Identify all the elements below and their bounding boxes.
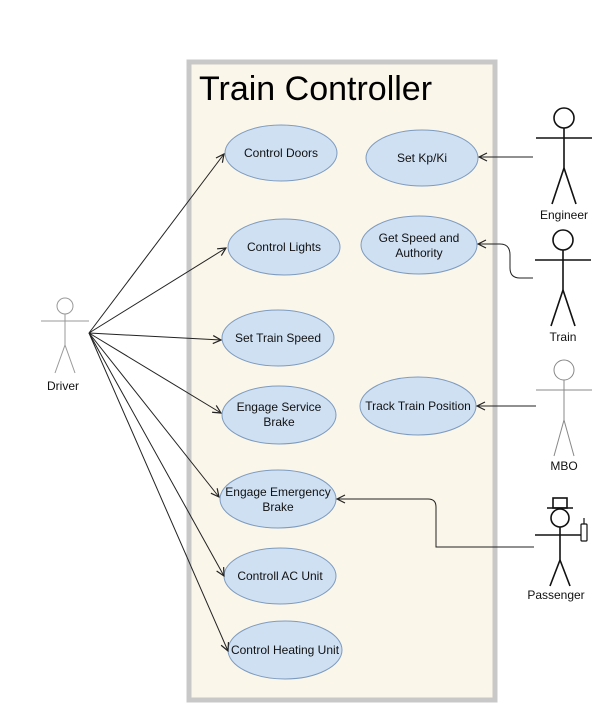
- usecase-label: Track Train Position: [365, 399, 471, 413]
- actor-mbo: [536, 359, 592, 457]
- actor-engineer: [536, 107, 592, 205]
- usecase-label: Control Doors: [244, 146, 318, 160]
- assoc-driver-control-ac: [88, 332, 224, 576]
- usecase-label: Control Heating Unit: [231, 643, 340, 657]
- assoc-train-get-speed: [478, 244, 533, 279]
- usecase-label: Engage Service: [237, 400, 322, 414]
- usecase-label: Set Kp/Ki: [397, 151, 447, 165]
- usecase-control-lights: Control Lights: [227, 218, 341, 276]
- usecase-label: Controll AC Unit: [237, 569, 323, 583]
- assoc-driver-control-doors: [88, 154, 224, 334]
- train-head-icon: [552, 229, 574, 251]
- assoc-passenger-emergency-brake: [337, 499, 534, 548]
- usecase-engage-emergency-brake: Engage Emergency Brake: [219, 469, 337, 529]
- usecase-control-ac: Controll AC Unit: [223, 547, 337, 605]
- actor-train-label: Train: [550, 330, 577, 344]
- top-hat-icon: [552, 497, 568, 509]
- usecase-set-train-speed: Set Train Speed: [221, 309, 335, 367]
- actor-mbo-label: MBO: [550, 459, 577, 473]
- usecase-control-heating: Control Heating Unit: [227, 620, 343, 680]
- mbo-head-icon: [553, 359, 575, 381]
- right-associations: [337, 157, 536, 548]
- usecase-get-speed-authority: Get Speed and Authority: [360, 215, 478, 275]
- usecase-label: Set Train Speed: [235, 331, 321, 345]
- actor-passenger-label: Passenger: [527, 588, 584, 602]
- assoc-driver-service-brake: [88, 332, 221, 413]
- actor-driver: [41, 297, 89, 374]
- assoc-driver-set-train-speed: [88, 332, 221, 340]
- passenger-head-icon: [550, 508, 570, 528]
- actor-train: [535, 229, 591, 327]
- usecase-label: Get Speed and: [379, 231, 460, 245]
- usecase-track-train-position: Track Train Position: [359, 376, 477, 436]
- usecase-control-doors: Control Doors: [224, 124, 338, 182]
- usecase-label: Brake: [262, 500, 294, 514]
- assoc-driver-emergency-brake: [88, 332, 219, 497]
- usecase-set-kp-ki: Set Kp/Ki: [365, 129, 479, 187]
- usecase-engage-service-brake: Engage Service Brake: [221, 385, 337, 445]
- system-title: Train Controller: [199, 70, 432, 108]
- usecase-label: Authority: [395, 246, 442, 260]
- usecase-label: Brake: [263, 415, 295, 429]
- usecase-label: Control Lights: [247, 240, 321, 254]
- driver-associations: [88, 154, 228, 651]
- driver-head-icon: [56, 297, 74, 315]
- actor-driver-label: Driver: [47, 379, 79, 393]
- engineer-head-icon: [553, 107, 575, 129]
- assoc-driver-control-lights: [88, 248, 226, 334]
- actor-engineer-label: Engineer: [540, 208, 588, 222]
- actor-passenger: [535, 497, 588, 587]
- assoc-driver-control-heating: [88, 332, 228, 651]
- usecase-label: Engage Emergency: [225, 485, 330, 499]
- bottle-icon: [580, 518, 588, 542]
